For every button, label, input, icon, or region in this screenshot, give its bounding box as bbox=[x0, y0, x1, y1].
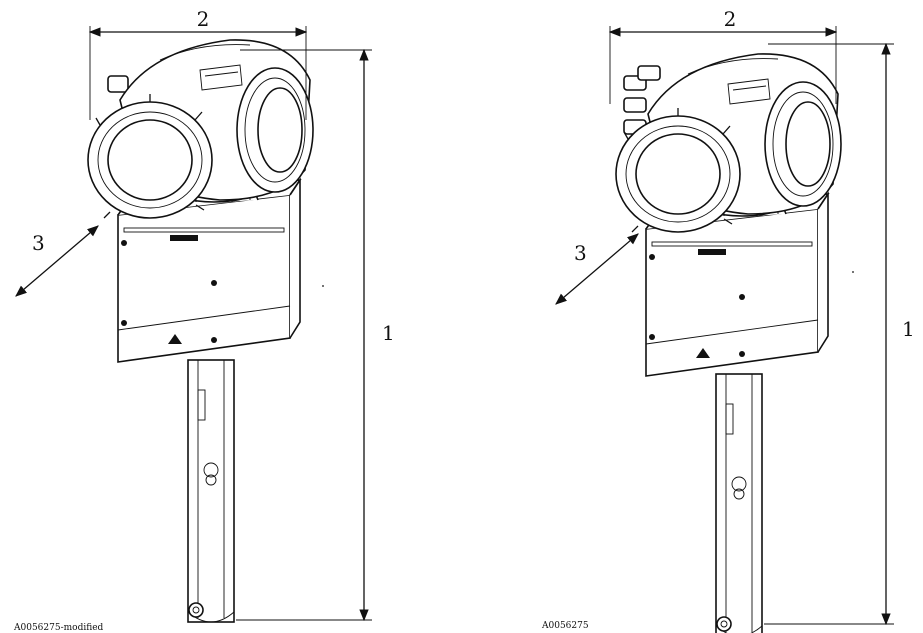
right-dim2-label: 2 bbox=[724, 7, 737, 31]
right-drawing-code: A0056275 bbox=[541, 621, 589, 631]
left-dimension-3: 3 bbox=[15, 225, 99, 297]
left-drawing-code: A0056275-modified bbox=[13, 623, 104, 633]
left-dimension-1: 1 bbox=[236, 48, 395, 622]
right-variant: 2 1 3 A0056275 bbox=[541, 7, 915, 633]
left-dim3-label: 3 bbox=[32, 231, 45, 255]
right-dim3-label: 3 bbox=[574, 241, 587, 265]
right-device-illustration bbox=[615, 53, 842, 633]
right-dimension-1: 1 bbox=[764, 42, 915, 626]
left-dimension-2: 2 bbox=[88, 7, 308, 120]
left-dim2-label: 2 bbox=[197, 7, 210, 31]
left-device-illustration bbox=[87, 39, 314, 623]
right-dimension-2: 2 bbox=[608, 7, 838, 104]
left-variant: 2 1 3 A0056275-modified bbox=[13, 7, 395, 633]
right-dim1-label: 1 bbox=[902, 317, 915, 341]
right-dimension-3: 3 bbox=[555, 233, 639, 305]
left-dim1-label: 1 bbox=[382, 321, 395, 345]
